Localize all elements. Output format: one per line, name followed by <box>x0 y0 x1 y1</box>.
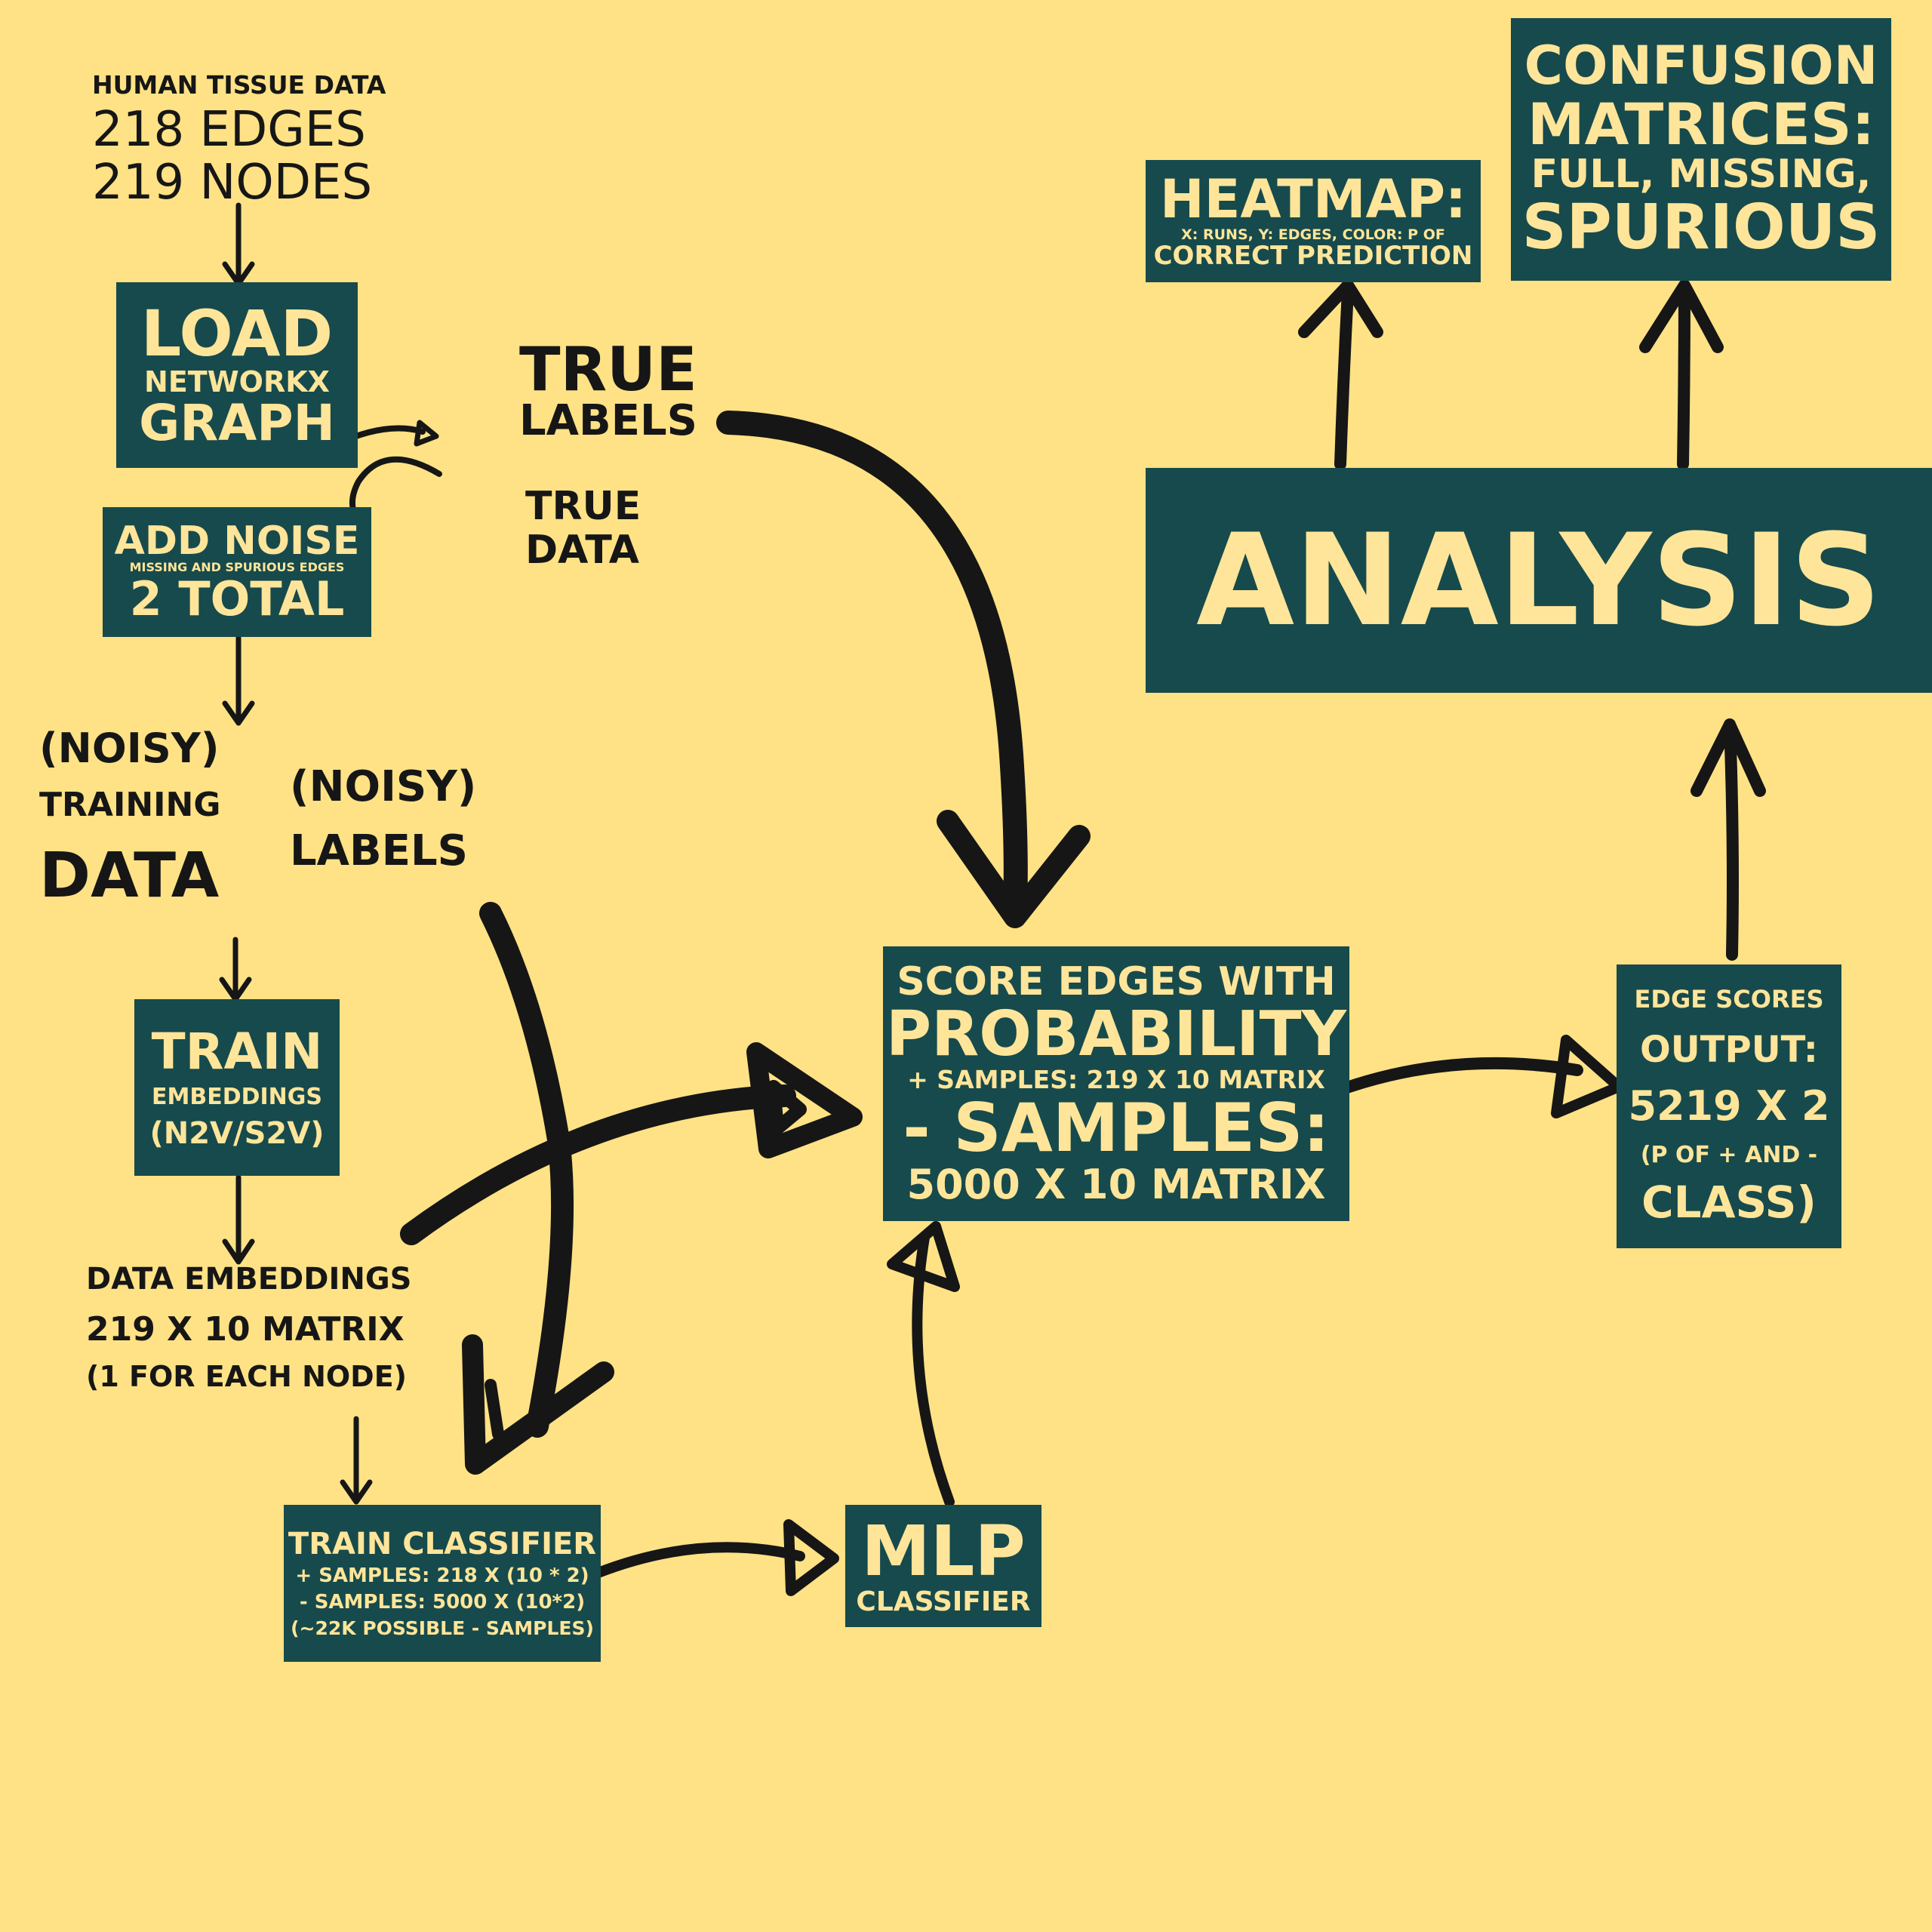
noisy-training-label: TRAINING <box>39 786 221 824</box>
heatmap-box: HEATMAP: X: RUNS, Y: EDGES, COLOR: P OF … <box>1146 160 1481 282</box>
source-edges: 218 EDGES <box>92 102 366 158</box>
score-pos-samples: + SAMPLES: 219 X 10 MATRIX <box>907 1065 1325 1095</box>
mlp-classifier-box: MLP CLASSIFIER <box>845 1505 1041 1627</box>
score-edges-box: SCORE EDGES WITH PROBABILITY + SAMPLES: … <box>883 946 1349 1221</box>
confusion-types: FULL, MISSING, <box>1531 152 1872 198</box>
noisy-labels-label: LABELS <box>290 826 468 875</box>
score-probability: PROBABILITY <box>886 998 1346 1071</box>
train-classifier-pos: + SAMPLES: 218 X (10 * 2) <box>295 1564 589 1587</box>
analysis-box: ANALYSIS <box>1146 468 1932 693</box>
true-data-sub: DATA <box>525 528 640 573</box>
load-graph-box: LOAD NETWORKX GRAPH <box>116 282 358 468</box>
train-classifier-title: TRAIN CLASSIFIER <box>288 1526 597 1561</box>
true-data-title: TRUE <box>525 484 641 529</box>
data-embeddings-title: DATA EMBEDDINGS <box>86 1262 412 1297</box>
train-embeddings-box: TRAIN EMBEDDINGS (N2V/S2V) <box>134 999 340 1176</box>
arrowhead-analysis-to-confusion <box>1639 279 1724 353</box>
arrowhead-load-to-noise <box>414 420 439 447</box>
arrowhead-analysis-to-heatmap <box>1298 279 1383 338</box>
load-graph: GRAPH <box>139 394 335 453</box>
arrowhead-mlp-to-score <box>887 1221 960 1292</box>
mlp-title: MLP <box>861 1510 1026 1592</box>
add-noise-box: ADD NOISE MISSING AND SPURIOUS EDGES 2 T… <box>103 507 371 637</box>
arrow-load-to-noise <box>349 425 426 441</box>
load-title: LOAD <box>140 297 334 371</box>
arrowhead-labels-to-classifier <box>462 1334 614 1475</box>
arrowhead-truelabels-to-score <box>937 810 1091 928</box>
arrowhead-classifier-to-mlp <box>783 1519 839 1596</box>
arrowhead-score-to-edgescores <box>1551 1035 1624 1118</box>
edge-scores-output: OUTPUT: <box>1640 1029 1818 1072</box>
arrowhead-data-to-classifier <box>340 1479 373 1505</box>
train-embeddings-title: TRAIN <box>151 1022 323 1081</box>
source-caption: HUMAN TISSUE DATA <box>92 70 386 100</box>
heatmap-title: HEATMAP: <box>1159 168 1467 231</box>
score-neg-samples: - SAMPLES: <box>903 1089 1330 1168</box>
arrowhead-noise-to-training <box>222 700 255 726</box>
noisy-labels-paren: (NOISY) <box>290 762 477 811</box>
score-title: SCORE EDGES WITH <box>897 958 1336 1004</box>
arrow-classifier-to-mlp <box>591 1542 805 1579</box>
data-embeddings-matrix: 219 X 10 MATRIX <box>86 1310 405 1349</box>
confusion-title: CONFUSION <box>1524 35 1878 97</box>
true-labels-sub: LABELS <box>519 396 697 445</box>
noisy-training-paren: (NOISY) <box>39 724 220 772</box>
noise-total: 2 TOTAL <box>129 571 345 627</box>
heatmap-desc2: CORRECT PREDICTION <box>1153 240 1473 271</box>
noisy-training-data: DATA <box>39 840 220 912</box>
heatmap-desc: X: RUNS, Y: EDGES, COLOR: P OF <box>1181 226 1445 243</box>
arrow-analysis-to-confusion <box>1677 285 1690 470</box>
train-embeddings-sub: EMBEDDINGS <box>151 1083 322 1110</box>
data-embeddings-note: (1 FOR EACH NODE) <box>86 1360 408 1393</box>
mlp-sub: CLASSIFIER <box>856 1586 1031 1618</box>
edge-scores-note: (P OF + AND - <box>1640 1142 1818 1169</box>
arrowhead-edgescores-to-analysis <box>1690 718 1766 797</box>
confusion-spurious: SPURIOUS <box>1521 191 1881 263</box>
analysis-label: ANALYSIS <box>1196 506 1881 654</box>
train-classifier-neg: - SAMPLES: 5000 X (10*2) <box>299 1590 586 1614</box>
confusion-matrices-box: CONFUSION MATRICES: FULL, MISSING, SPURI… <box>1511 18 1891 281</box>
true-labels-title: TRUE <box>519 334 697 405</box>
arrow-truelabels-to-score <box>716 411 1028 918</box>
train-embeddings-method: (N2V/S2V) <box>149 1116 325 1152</box>
arrow-analysis-to-heatmap <box>1334 285 1354 470</box>
edge-scores-box: EDGE SCORES OUTPUT: 5219 X 2 (P OF + AND… <box>1617 964 1841 1248</box>
train-classifier-note: (~22K POSSIBLE - SAMPLES) <box>291 1617 594 1640</box>
source-nodes: 219 NODES <box>92 155 373 211</box>
arrow-edgescores-to-analysis <box>1724 718 1739 961</box>
arrowhead-embeddings-inner <box>767 1080 807 1135</box>
edge-scores-dims: 5219 X 2 <box>1628 1082 1830 1131</box>
score-neg-matrix: 5000 X 10 MATRIX <box>906 1160 1326 1208</box>
arrowhead-embeddings-to-data <box>222 1238 255 1265</box>
train-classifier-box: TRAIN CLASSIFIER + SAMPLES: 218 X (10 * … <box>284 1505 601 1662</box>
edge-scores-title: EDGE SCORES <box>1634 985 1824 1014</box>
arrow-score-to-edgescores <box>1326 1057 1583 1099</box>
edge-scores-class: CLASS) <box>1641 1176 1817 1228</box>
arrow-loop-to-noise <box>349 456 442 518</box>
confusion-matrices: MATRICES: <box>1527 90 1875 158</box>
arrow-embeddings-to-score <box>400 1084 796 1245</box>
arrowhead-labels-inner <box>485 1379 504 1440</box>
noise-subtitle: MISSING AND SPURIOUS EDGES <box>129 560 345 575</box>
noise-title: ADD NOISE <box>114 518 360 564</box>
load-networkx: NETWORKX <box>144 365 330 398</box>
arrowhead-embeddings-to-score <box>746 1042 863 1158</box>
